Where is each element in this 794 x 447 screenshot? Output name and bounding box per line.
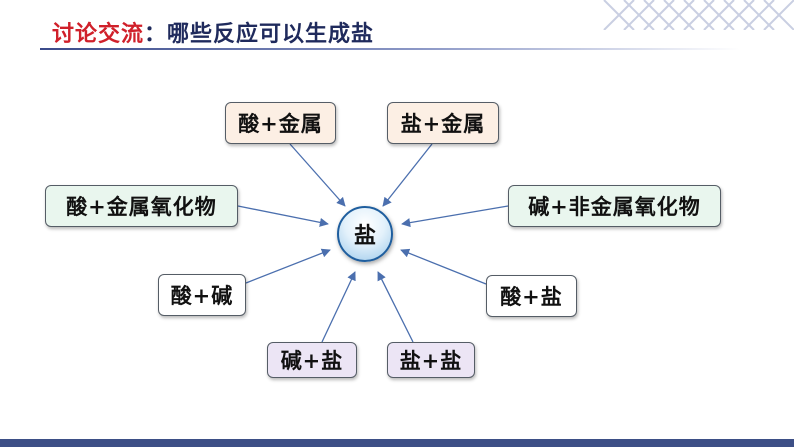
node-label: 盐+盐 (399, 348, 463, 373)
arrow-acid-metal-oxide (237, 205, 329, 227)
node-acid-metal: 酸+金属 (225, 102, 336, 144)
arrow-base-nonmetal-oxide (401, 205, 509, 228)
node-label: 酸+碱 (170, 283, 234, 308)
arrow-salt-salt (377, 271, 414, 343)
center-label: 盐 (353, 223, 376, 249)
corner-decoration (603, 0, 794, 30)
node-label: 酸+盐 (500, 284, 563, 309)
page-title: 讨论交流：哪些反应可以生成盐 (52, 16, 374, 48)
arrow-salt-metal (382, 143, 433, 207)
footer-bar (0, 439, 794, 447)
node-label: 酸+金属氧化物 (66, 194, 217, 219)
arrow-base-salt (321, 271, 356, 343)
node-salt-metal: 盐+金属 (387, 102, 499, 144)
arrow-acid-base (245, 248, 331, 284)
node-acid-salt: 酸+盐 (486, 275, 577, 317)
node-label: 碱+非金属氧化物 (528, 194, 701, 219)
node-label: 碱+盐 (280, 348, 344, 373)
node-salt-salt: 盐+盐 (387, 342, 475, 378)
node-label: 酸+金属 (238, 111, 323, 136)
node-base-salt: 碱+盐 (267, 342, 357, 378)
title-text: ：哪些反应可以生成盐 (144, 22, 375, 47)
title-highlight: 讨论交流 (52, 22, 145, 47)
arrow-acid-metal (289, 143, 346, 207)
node-acid-base: 酸+碱 (158, 274, 246, 316)
center-node-salt: 盐 (337, 206, 393, 262)
arrow-acid-salt (400, 248, 487, 285)
node-acid-metal-oxide: 酸+金属氧化物 (45, 185, 238, 227)
node-label: 盐+金属 (400, 111, 486, 136)
title-underline (40, 48, 740, 50)
node-base-nonmetal-oxide: 碱+非金属氧化物 (508, 185, 721, 227)
